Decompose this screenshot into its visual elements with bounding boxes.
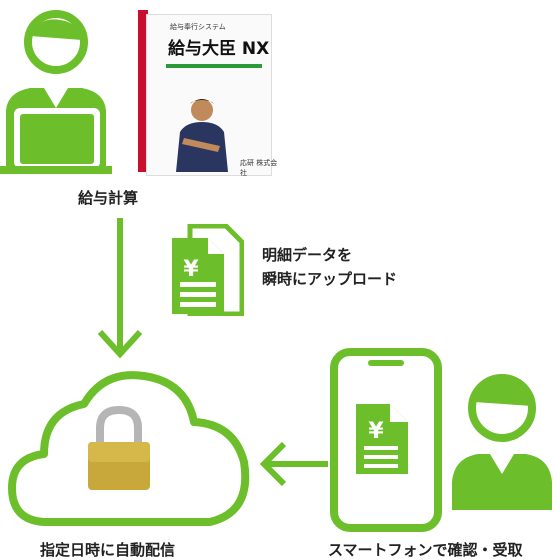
person-laptop-icon: [0, 10, 112, 174]
upload-label-line1: 明細データを: [262, 246, 353, 264]
payroll-label: 給与計算: [78, 189, 139, 207]
box-small-text: 給与奉行システム: [170, 23, 226, 31]
mascot-figure-icon: [176, 99, 228, 172]
arrow-left-icon: [259, 441, 328, 487]
phone-yen-symbol: ¥: [368, 419, 384, 444]
yen-symbol: ¥: [183, 257, 199, 282]
box-spine: [138, 10, 148, 172]
arrow-down-icon: [97, 218, 143, 359]
smartphone-label: スマートフォンで確認・受取: [328, 541, 523, 559]
box-maker: 応研 株式会社: [240, 159, 278, 177]
scheduled-delivery-label: 指定日時に自動配信: [40, 541, 176, 559]
smartphone-icon: [330, 348, 442, 532]
product-box: 給与奉行システム 給与大臣 NX 応研 株式会社: [138, 8, 278, 177]
box-title: 給与大臣 NX: [168, 39, 270, 59]
upload-label-line2: 瞬時にアップロード: [262, 270, 398, 288]
box-green-bar: [166, 64, 262, 68]
person-icon: [452, 374, 552, 510]
phone-yen-document-icon: ¥: [356, 404, 408, 474]
cloud-icon: [8, 371, 250, 526]
lock-icon: [88, 405, 150, 490]
yen-document-icon: ¥: [172, 224, 244, 316]
